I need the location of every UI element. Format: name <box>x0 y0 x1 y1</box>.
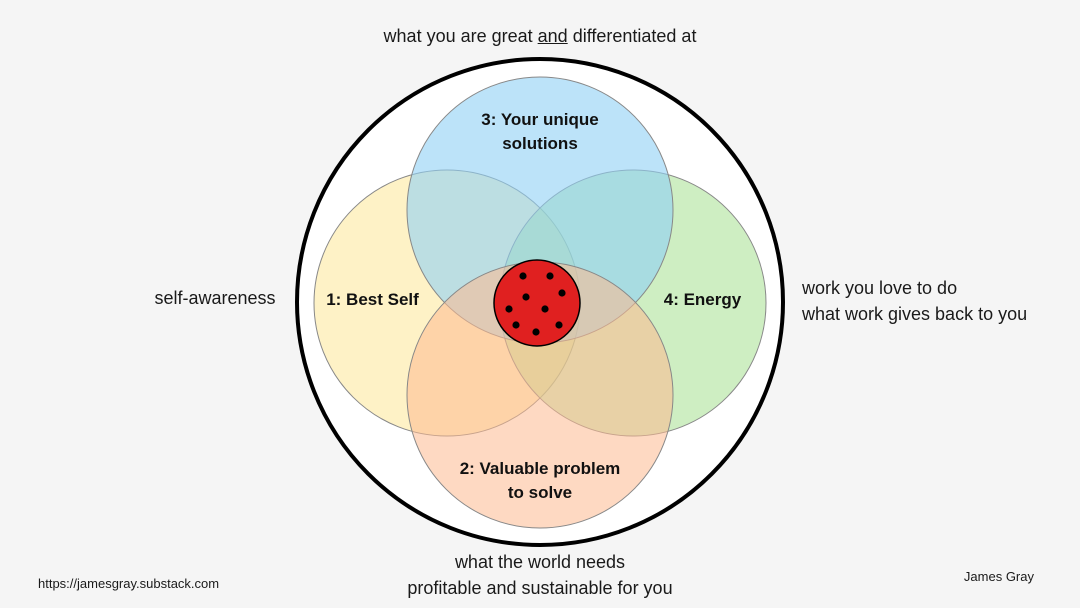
caption-right-line2: what work gives back to you <box>802 304 1028 324</box>
caption-bottom-line1: what the world needs <box>454 552 626 572</box>
caption-right-line1: work you love to do <box>802 278 958 298</box>
seed-dot <box>546 272 554 280</box>
caption-bottom-line2: profitable and sustainable for you <box>407 578 673 598</box>
label-valuable-problem-line2: to solve <box>507 483 573 502</box>
seed-dot <box>505 305 513 313</box>
seed-dot <box>532 328 540 336</box>
caption-right: work you love to do what work gives back… <box>802 275 1027 327</box>
seed-dot <box>512 321 520 329</box>
caption-left: self-awareness <box>154 288 276 308</box>
label-best-self: 1: Best Self <box>326 290 419 309</box>
center-dots <box>505 272 566 336</box>
label-valuable-problem-line1: 2: Valuable problem <box>459 459 621 478</box>
seed-dot <box>541 305 549 313</box>
label-valuable-problem: 2: Valuable problem to solve <box>430 457 650 505</box>
source-url: https://jamesgray.substack.com <box>38 576 220 591</box>
seed-dot <box>519 272 527 280</box>
label-energy: 4: Energy <box>663 290 742 309</box>
label-unique-solutions: 3: Your unique solutions <box>440 108 640 156</box>
caption-bottom: what the world needs profitable and sust… <box>340 549 740 601</box>
author-name: James Gray <box>963 569 1034 584</box>
seed-dot <box>558 289 566 297</box>
label-unique-solutions-line1: 3: Your unique <box>481 110 599 129</box>
label-unique-solutions-line2: solutions <box>502 134 578 153</box>
seed-dot <box>522 293 530 301</box>
caption-top: what you are great and differentiated at <box>0 23 1080 49</box>
seed-dot <box>555 321 563 329</box>
caption-top-before: what you are great <box>383 26 538 46</box>
caption-top-underlined: and <box>537 26 568 46</box>
caption-top-after: differentiated at <box>567 26 697 46</box>
